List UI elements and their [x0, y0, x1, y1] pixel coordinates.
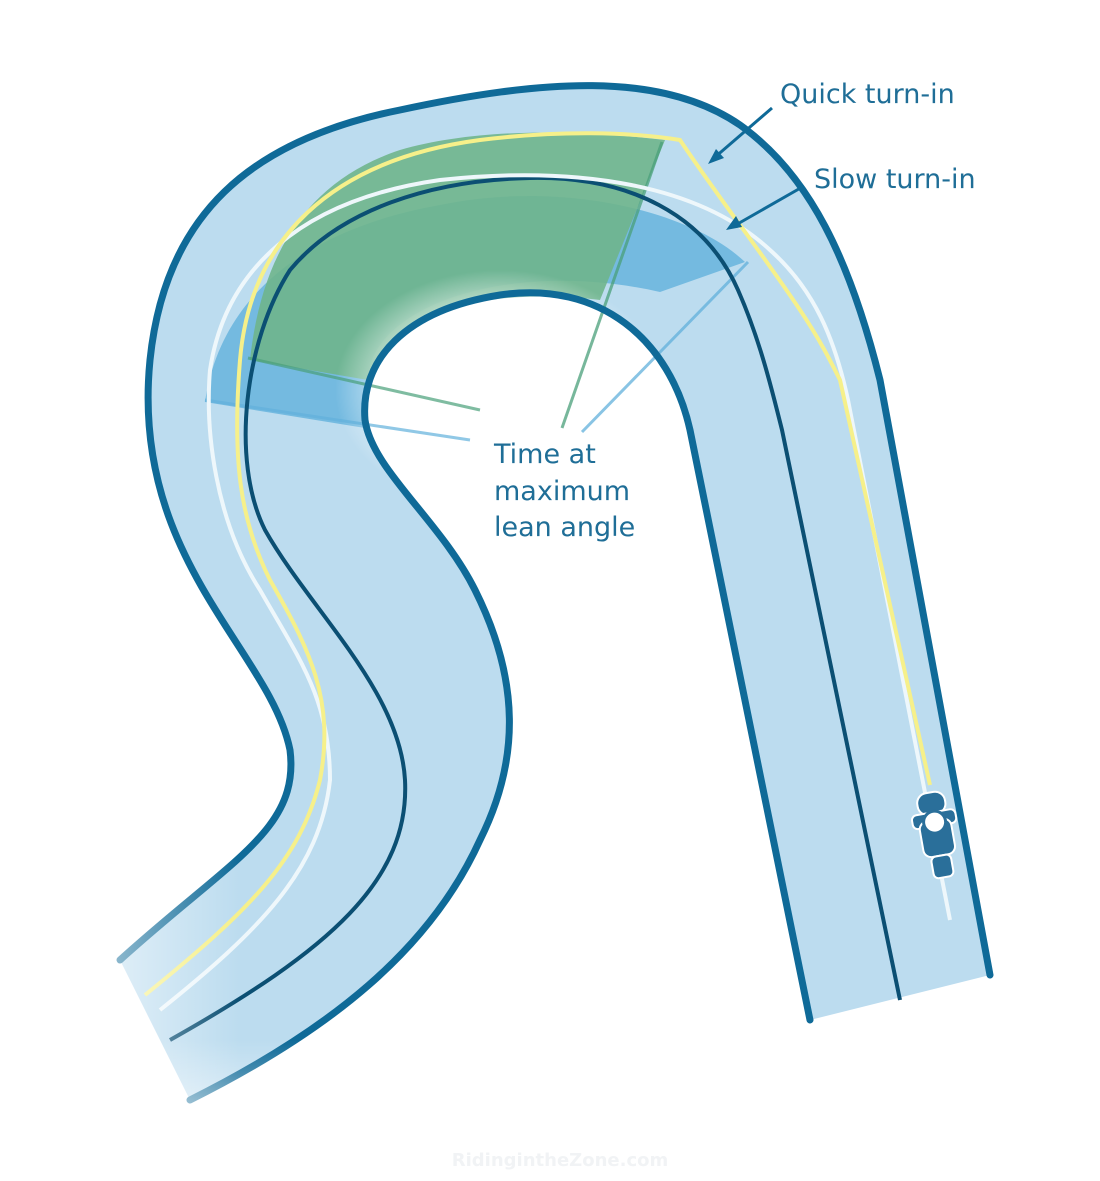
watermark: RidingintheZone.com — [452, 1150, 668, 1171]
road-inner-edge — [186, 289, 814, 1104]
time-at-max-lean-label-line2: maximum — [494, 476, 630, 507]
slow-turn-in-line — [158, 173, 952, 1012]
quick-turn-in-label: Quick turn-in — [780, 79, 955, 110]
motorcycle-rider-icon — [911, 790, 958, 880]
time-at-max-lean-label-line1: Time at — [493, 439, 596, 470]
slow-turn-in-arrow — [726, 184, 805, 230]
road-outer-edge — [116, 82, 994, 979]
quick-turn-in-lean-zone — [250, 132, 665, 380]
road-center-line — [169, 175, 902, 1042]
corner-hub-glow — [335, 270, 665, 510]
quick-lean-radial-start — [247, 356, 481, 412]
quick-turn-in-arrow — [708, 106, 773, 164]
slow-lean-radial-start — [204, 398, 471, 442]
slow-lean-radial-end — [580, 260, 750, 434]
time-at-max-lean-label-line3: lean angle — [494, 512, 635, 543]
slow-turn-in-label: Slow turn-in — [814, 164, 976, 195]
bottom-fade — [0, 1040, 1100, 1181]
